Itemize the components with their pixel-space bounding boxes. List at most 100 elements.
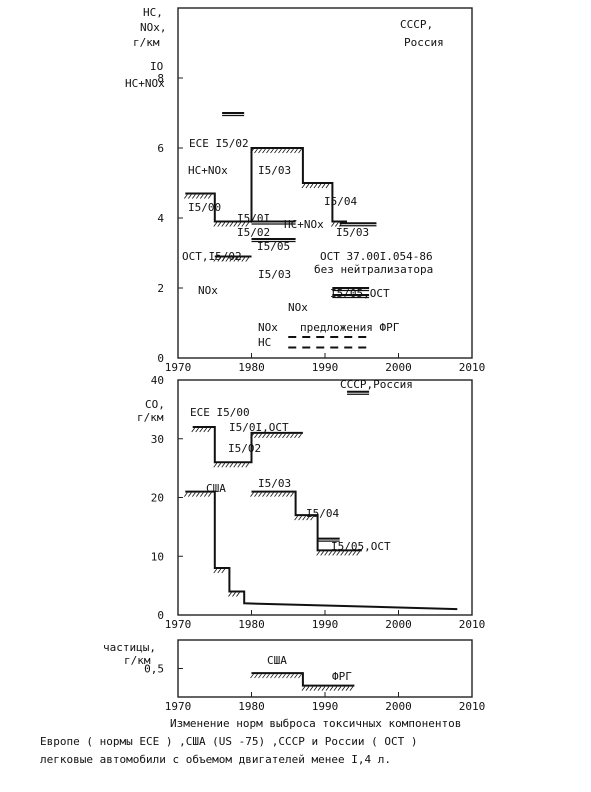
annotation: предложения ФРГ xyxy=(300,321,400,334)
x-tick-label: 1980 xyxy=(238,361,265,374)
hatch-mark xyxy=(302,515,306,521)
hatch-mark xyxy=(208,194,212,199)
hatch-mark xyxy=(258,148,262,154)
hatch-mark xyxy=(344,551,348,556)
hatch-mark xyxy=(200,492,204,497)
hatch-mark xyxy=(196,194,200,199)
hatch-mark xyxy=(250,492,254,497)
hatch-mark xyxy=(286,148,290,154)
x-tick-label: 1980 xyxy=(238,618,265,631)
hatch-mark xyxy=(336,551,340,556)
x-tick-label: 1970 xyxy=(165,700,192,713)
hatch-mark xyxy=(245,222,250,227)
hatch-mark xyxy=(352,551,356,556)
hatch-mark xyxy=(278,433,282,439)
hatch-mark xyxy=(266,673,270,679)
hatch-mark xyxy=(331,222,335,227)
hatch-mark xyxy=(309,183,314,189)
hatch-mark xyxy=(298,515,302,521)
hatch-mark xyxy=(250,148,254,154)
hatch-mark xyxy=(324,551,328,556)
hatch-mark xyxy=(294,433,298,439)
x-tick-label: 1990 xyxy=(312,361,339,374)
y-tick-label: 6 xyxy=(157,142,164,155)
annotation: I5/05 xyxy=(257,240,290,253)
x-tick-label: 1970 xyxy=(165,361,192,374)
y-tick-label: 4 xyxy=(157,212,164,225)
hatch-mark xyxy=(213,257,218,262)
series-line xyxy=(251,490,362,552)
hatch-mark xyxy=(298,148,302,154)
hatch-mark xyxy=(337,686,342,691)
hatch-mark xyxy=(310,515,314,521)
hatch-mark xyxy=(332,551,336,556)
hatch-mark xyxy=(349,686,354,691)
annotation: HC xyxy=(258,336,271,349)
hatch-mark xyxy=(217,222,222,227)
hatch-mark xyxy=(217,568,222,574)
hatch-mark xyxy=(290,148,294,154)
hatch-mark xyxy=(294,148,298,154)
y-tick-label: 20 xyxy=(151,492,164,505)
hatch-mark xyxy=(282,433,286,439)
hatch-mark xyxy=(213,568,218,574)
caption-line-2: Европе ( нормы ECE ) ,США (US -75) ,СССР… xyxy=(40,735,418,748)
hatch-mark xyxy=(328,551,332,556)
hatch-mark xyxy=(274,148,278,154)
annotation: ECE I5/02 xyxy=(189,137,249,150)
annotation: I5/05,ОСТ xyxy=(330,287,390,300)
hatch-mark xyxy=(306,515,310,521)
hatch-mark xyxy=(274,433,278,439)
hatch-mark xyxy=(320,551,324,556)
hatch-mark xyxy=(286,673,290,679)
hatch-mark xyxy=(236,592,240,597)
annotation: США xyxy=(267,654,287,667)
caption-line-1: Изменение норм выброса токсичных компоне… xyxy=(170,717,462,730)
hatch-mark xyxy=(204,492,208,497)
hatch-mark xyxy=(258,433,262,439)
annotation: без нейтрализатора xyxy=(314,263,433,276)
hatch-mark xyxy=(207,427,212,433)
annotation: Россия xyxy=(404,36,444,49)
annotation: I5/03 xyxy=(258,477,291,490)
hatch-mark xyxy=(184,492,188,497)
hatch-mark xyxy=(245,257,250,262)
x-tick-label: 2010 xyxy=(459,618,486,631)
y-tick-label: 8 xyxy=(157,72,164,85)
y-axis-label-secondary: IO xyxy=(150,60,163,73)
annotation: США xyxy=(206,482,226,495)
hatch-mark xyxy=(278,673,282,679)
hatch-mark xyxy=(192,194,196,199)
hatch-mark xyxy=(356,551,360,556)
x-tick-label: 1990 xyxy=(312,618,339,631)
hatch-mark xyxy=(233,222,238,227)
hatch-mark xyxy=(286,433,290,439)
hatch-mark xyxy=(241,257,246,262)
hatch-mark xyxy=(237,222,242,227)
annotation: СССР, xyxy=(400,18,433,31)
hatch-mark xyxy=(254,433,258,439)
y-axis-label: CO, xyxy=(145,398,165,411)
hatch-mark xyxy=(345,686,350,691)
hatch-mark xyxy=(266,492,270,497)
hatch-mark xyxy=(278,148,282,154)
y-axis-label: г/км xyxy=(133,36,160,49)
hatch-mark xyxy=(333,686,338,691)
hatch-mark xyxy=(229,257,234,262)
hatch-mark xyxy=(317,686,322,691)
y-tick-label: 30 xyxy=(151,433,164,446)
annotation: СССР,Россия xyxy=(340,378,413,391)
hatch-mark xyxy=(313,686,318,691)
hatch-mark xyxy=(290,673,294,679)
annotation: I5/0I,ОСТ xyxy=(229,421,289,434)
x-tick-label: 2000 xyxy=(385,618,412,631)
hatch-mark xyxy=(270,673,274,679)
annotation: ECE I5/00 xyxy=(190,406,250,419)
hatch-mark xyxy=(305,686,310,691)
y-axis-label: г/км xyxy=(124,654,151,667)
hatch-mark xyxy=(232,592,236,597)
hatch-mark xyxy=(213,463,218,468)
hatch-mark xyxy=(262,148,266,154)
x-tick-label: 2010 xyxy=(459,361,486,374)
hatch-mark xyxy=(221,222,226,227)
